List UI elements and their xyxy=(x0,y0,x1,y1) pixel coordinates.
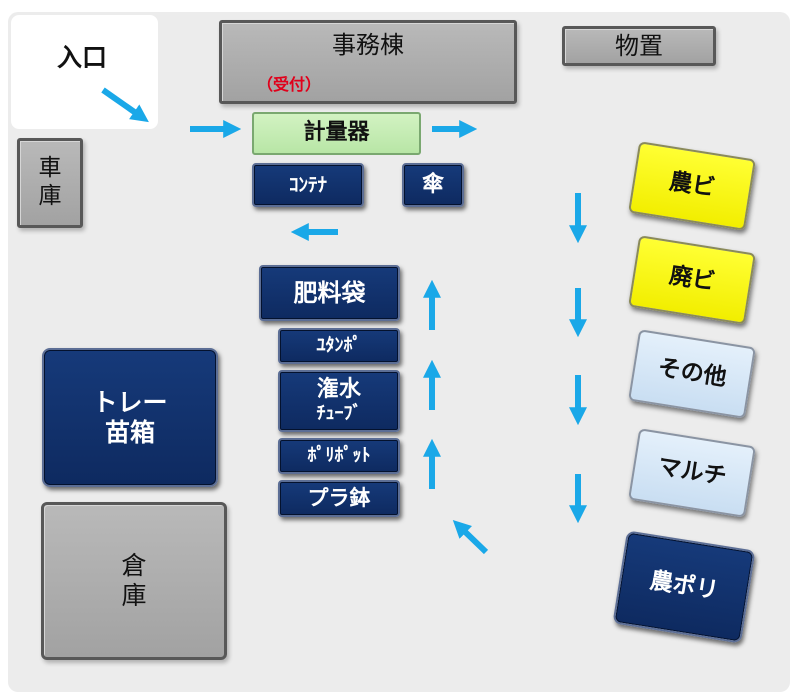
irrigation-tube-label-line2: ﾁｭｰﾌﾞ xyxy=(316,403,362,425)
garage: 車 庫 xyxy=(17,138,83,228)
tray-seedling-box-area: トレー 苗箱 xyxy=(42,348,218,487)
container-label: ｺﾝﾃﾅ xyxy=(288,173,327,196)
fertilizer-bags-area: 肥料袋 xyxy=(259,265,400,321)
tray-box-label-line1: トレー xyxy=(92,387,168,417)
scale-label: 計量器 xyxy=(303,120,370,146)
scale-station: 計量器 xyxy=(252,112,421,155)
storage-shed-label: 物置 xyxy=(615,31,663,60)
warehouse-label-line2: 庫 xyxy=(121,581,147,610)
entrance-label: 入口 xyxy=(57,43,108,72)
garage-label-line1: 車 xyxy=(38,155,62,182)
poly-pot-area: ﾎﾟﾘﾎﾟｯﾄ xyxy=(278,438,400,474)
warehouse: 倉 庫 xyxy=(41,502,227,660)
yutanpo-area: ﾕﾀﾝﾎﾟ xyxy=(278,328,400,364)
storage-shed: 物置 xyxy=(562,26,716,66)
plastic-pot-area: プラ鉢 xyxy=(278,480,400,517)
poly-pot-label: ﾎﾟﾘﾎﾟｯﾄ xyxy=(307,445,371,467)
office-reception-label: （受付） xyxy=(257,75,322,94)
fertilizer-bags-label: 肥料袋 xyxy=(293,278,366,307)
tray-box-label-line2: 苗箱 xyxy=(104,417,155,447)
office-label: 事務棟 xyxy=(332,31,404,59)
container-area: ｺﾝﾃﾅ xyxy=(252,163,364,207)
yutanpo-label: ﾕﾀﾝﾎﾟ xyxy=(316,335,362,357)
arrow-diagonal-return xyxy=(452,520,489,555)
arrow-entrance-diagonal xyxy=(101,87,149,123)
umbrella-area: 傘 xyxy=(402,163,464,207)
office-building: 事務棟 （受付） xyxy=(219,20,517,104)
irrigation-tube-label-line1: 潅水 xyxy=(316,377,361,402)
irrigation-tube-area: 潅水 ﾁｭｰﾌﾞ xyxy=(278,370,400,432)
plastic-pot-label: プラ鉢 xyxy=(307,485,371,510)
umbrella-label: 傘 xyxy=(421,171,444,197)
warehouse-label-line1: 倉 xyxy=(121,551,147,580)
garage-label-line2: 庫 xyxy=(38,183,62,209)
